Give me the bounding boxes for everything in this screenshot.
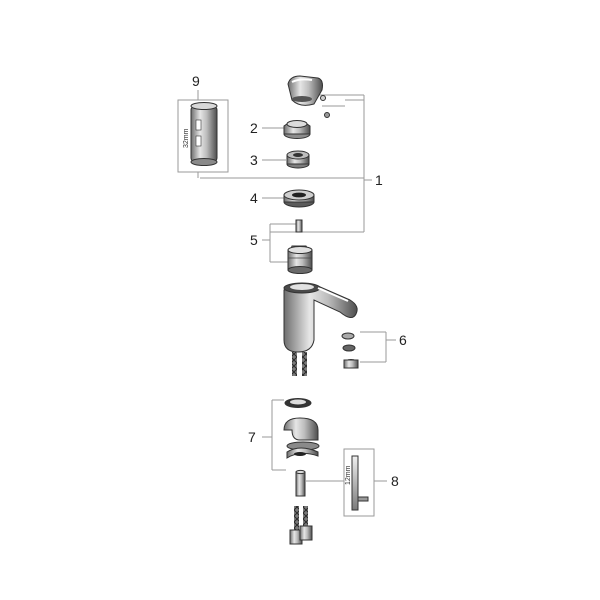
callout-2: 2 <box>250 120 258 136</box>
threaded-rod-icon <box>295 469 306 497</box>
callout-1: 1 <box>375 172 383 188</box>
aerator-icon <box>341 332 359 369</box>
callout-3: 3 <box>250 152 258 168</box>
key-size-label: 12mm <box>345 465 352 485</box>
callout-4: 4 <box>250 190 258 206</box>
retaining-nut-icon <box>283 189 315 208</box>
faucet-body-icon <box>283 282 358 376</box>
flex-hoses-icon <box>289 506 313 545</box>
callout-5: 5 <box>250 232 258 248</box>
mounting-set-icon <box>283 398 320 459</box>
guide-ring-icon <box>286 150 310 169</box>
callout-8: 8 <box>391 473 399 489</box>
callout-7: 7 <box>248 429 256 445</box>
callout-6: 6 <box>399 332 407 348</box>
wrench-32mm-tool-icon <box>190 102 218 166</box>
cartridge-icon <box>287 219 313 274</box>
dome-cap-icon <box>283 120 311 139</box>
key-12mm-tool-icon <box>351 455 369 511</box>
lever-handle-icon <box>287 75 330 118</box>
wrench-size-label: 32mm <box>183 128 190 148</box>
key-box <box>343 448 375 517</box>
callout-9: 9 <box>192 73 200 89</box>
wrench-tool-group: 9 32mm <box>177 73 229 173</box>
wrench-box <box>177 99 229 173</box>
leader-lines <box>197 94 396 482</box>
